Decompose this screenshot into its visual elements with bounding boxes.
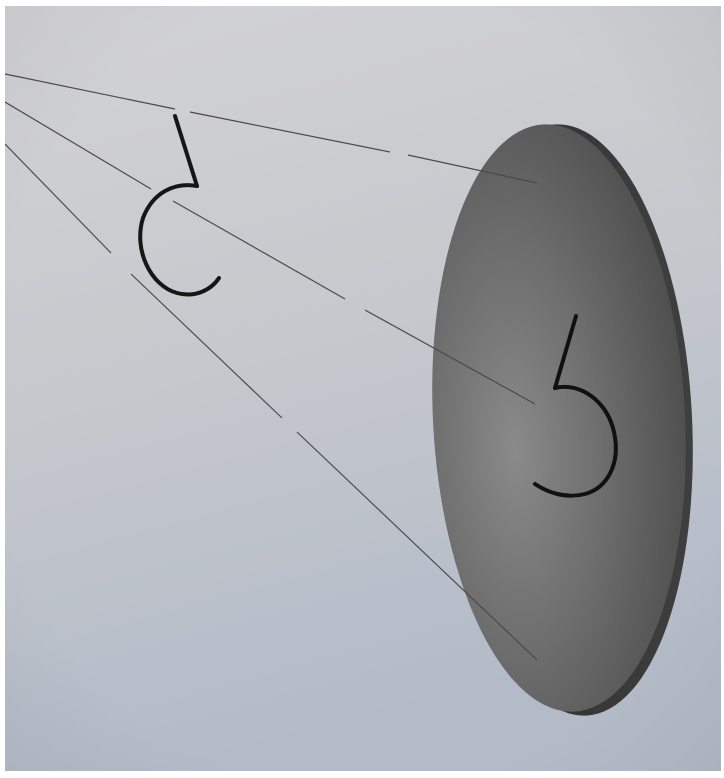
projection-scene: [5, 6, 721, 771]
vignette: [5, 6, 721, 771]
projection-photo: [5, 6, 721, 771]
